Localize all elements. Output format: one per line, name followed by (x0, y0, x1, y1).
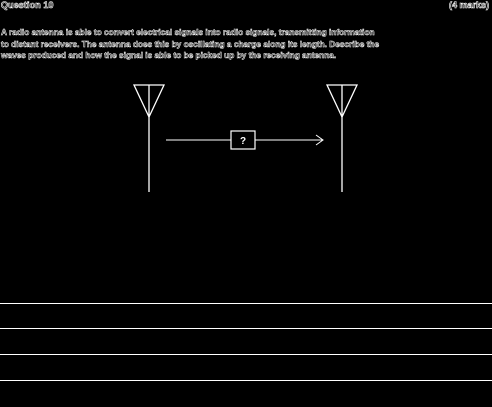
answer-line[interactable] (0, 328, 492, 329)
receiver-antenna-icon (325, 84, 359, 192)
answer-line[interactable] (0, 380, 492, 381)
answer-line[interactable] (0, 354, 492, 355)
question-text-line: to distant receivers. The antenna does t… (1, 38, 380, 49)
unknown-box (230, 130, 256, 150)
question-text-line: waves produced and how the signal is abl… (1, 50, 337, 60)
question-text: A radio antenna is able to convert elect… (1, 27, 489, 62)
question-text-line: A radio antenna is able to convert elect… (1, 27, 375, 37)
question-marks: (4 marks) (448, 0, 490, 10)
arrow-right-icon (166, 134, 324, 146)
question-title: Question 10 (1, 0, 54, 10)
answer-line[interactable] (0, 303, 492, 304)
transmitter-antenna-icon (132, 84, 166, 192)
unknown-label: ? (240, 136, 246, 147)
